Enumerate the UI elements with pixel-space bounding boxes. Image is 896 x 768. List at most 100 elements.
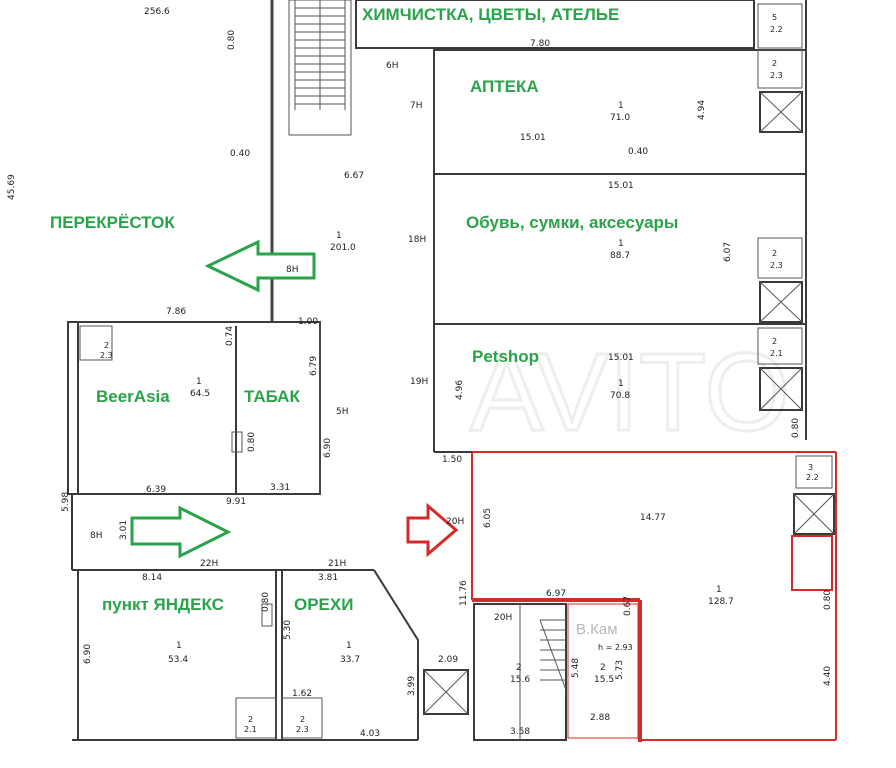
dim-label: 3.58 (510, 727, 530, 737)
arrow-left-green-icon (204, 239, 316, 293)
dim-label: 4.96 (455, 380, 465, 400)
label-beerasia: BeerAsia (96, 387, 170, 406)
dim-label: 3.99 (407, 676, 417, 696)
dim-label: 5.30 (283, 620, 293, 640)
dim-label: 8H (90, 531, 103, 541)
dim-label: 6.39 (146, 485, 166, 495)
dim-label: 8.14 (142, 573, 162, 583)
dim-label: 2.3 (296, 725, 309, 734)
arrow-right-red-icon (406, 502, 459, 558)
dim-label: 6.05 (483, 508, 493, 528)
dim-label: 2.09 (438, 655, 458, 665)
dim-label: 5.73 (615, 660, 625, 680)
dim-label: 2 (104, 341, 109, 350)
dim-label: 7.86 (166, 307, 186, 317)
dim-label: 4.40 (823, 666, 833, 686)
dim-label: 5.98 (61, 492, 71, 512)
dim-label: 64.5 (190, 389, 210, 399)
dim-label: 19H (410, 377, 428, 387)
dim-label: 1.50 (442, 455, 462, 465)
dim-label: 6.97 (546, 589, 566, 599)
dim-label: 5.48 (571, 658, 581, 678)
dim-label: 15.6 (510, 675, 530, 685)
dim-label: 4.03 (360, 729, 380, 739)
dim-label: 20H (446, 517, 464, 527)
dim-label: 71.0 (610, 113, 630, 123)
dim-label: 2 (772, 337, 777, 346)
dim-label: 8H (286, 265, 299, 275)
dim-label: 18H (408, 235, 426, 245)
dim-label: 1 (716, 585, 722, 595)
highlighted-premise[interactable] (471, 451, 837, 742)
dim-label: 1 (618, 239, 624, 249)
label-nuts: ОРЕХИ (294, 595, 353, 614)
dim-label: 0.67 (623, 596, 633, 616)
label-petshop: Petshop (472, 347, 539, 366)
walls (67, 0, 807, 741)
label-shoes: Обувь, сумки, аксесуары (466, 213, 678, 232)
dim-label: 88.7 (610, 251, 630, 261)
dim-label: 7.80 (530, 39, 550, 49)
dim-label: 2.2 (770, 25, 783, 34)
dim-label: 0.80 (823, 590, 833, 610)
dim-label: h = 2.93 (598, 643, 633, 652)
dim-label: 2.3 (770, 261, 783, 270)
dimension-labels: 256.6 0.80 0.40 45.69 7.80 6H 7H 15.01 1… (7, 7, 833, 739)
dim-label: 9.91 (226, 497, 246, 507)
dim-label: 2.2 (806, 473, 819, 482)
dim-label: 6.67 (344, 171, 364, 181)
dim-label: 2 (600, 663, 606, 673)
dim-label: 1.00 (298, 317, 318, 327)
dim-label: 11.76 (459, 580, 469, 606)
dim-label: 3.81 (318, 573, 338, 583)
label-tobacco: ТАБАК (244, 387, 300, 406)
dim-label: 2.3 (770, 71, 783, 80)
dim-label: 1 (196, 377, 202, 387)
dim-label: 0.40 (230, 149, 250, 159)
dim-label: 2 (300, 715, 305, 724)
dim-label: 21H (328, 559, 346, 569)
dim-label: 0.80 (247, 432, 257, 452)
dim-label: 15.01 (520, 133, 546, 143)
dim-label: 1 (618, 101, 624, 111)
dim-label: 22H (200, 559, 218, 569)
dim-label: 256.6 (144, 7, 170, 17)
dim-label: 15.01 (608, 353, 634, 363)
dim-label: 2 (772, 249, 777, 258)
dim-label: 7H (410, 101, 423, 111)
dim-label: 0.80 (261, 592, 271, 612)
dim-label: 0.74 (225, 326, 235, 346)
dim-label: 15.5 (594, 675, 614, 685)
dim-label: 1 (618, 379, 624, 389)
dim-label: 6H (386, 61, 399, 71)
label-top-shops: ХИМЧИСТКА, ЦВЕТЫ, АТЕЛЬЕ (362, 5, 619, 24)
watermark-logo: AVITO (470, 331, 790, 454)
dim-label: 2.3 (100, 351, 113, 360)
dim-label: 6.07 (723, 242, 733, 262)
dim-label: 0.40 (628, 147, 648, 157)
dim-label: 14.77 (640, 513, 666, 523)
dim-label: 3.31 (270, 483, 290, 493)
dim-label: 33.7 (340, 655, 360, 665)
dim-label: 2 (248, 715, 253, 724)
label-watermark: В.Кам (576, 621, 618, 638)
label-pharmacy: АПТЕКА (470, 77, 539, 96)
dim-label: 1 (336, 231, 342, 241)
dim-label: 3 (808, 463, 813, 472)
dim-label: 2 (516, 663, 522, 673)
dim-label: 201.0 (330, 243, 356, 253)
dim-label: 2.1 (244, 725, 257, 734)
dim-label: 1.62 (292, 689, 312, 699)
dim-label: 15.01 (608, 181, 634, 191)
dim-label: 6.79 (309, 356, 319, 376)
dim-label: 70.8 (610, 391, 630, 401)
dim-label: 1 (176, 641, 182, 651)
dim-label: 0.80 (227, 30, 237, 50)
dim-label: 2.1 (770, 349, 783, 358)
dim-label: 2.88 (590, 713, 610, 723)
label-yandex: пункт ЯНДЕКС (102, 595, 224, 614)
dim-label: 6.90 (323, 438, 333, 458)
dim-label: 5H (336, 407, 349, 417)
dim-label: 2 (772, 59, 777, 68)
